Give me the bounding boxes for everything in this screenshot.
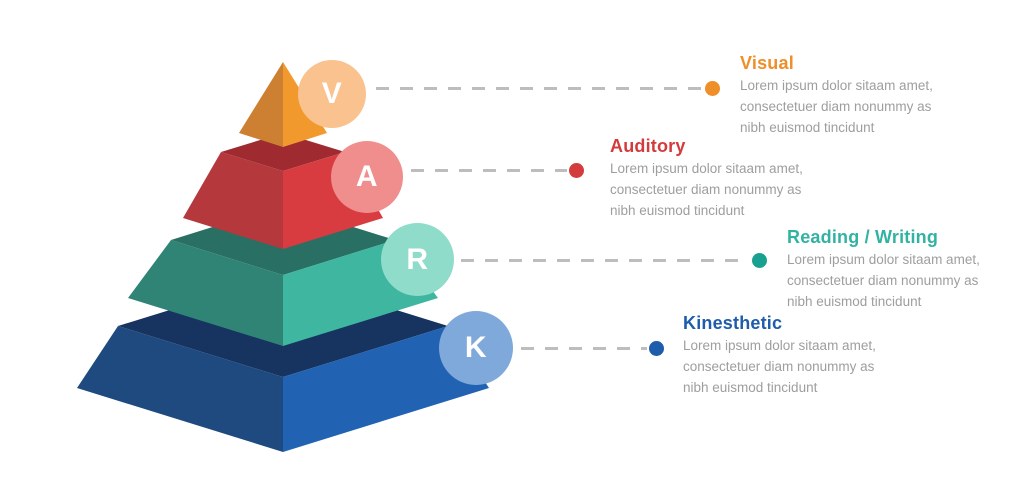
description-line: consectetuer diam nonummy as (683, 359, 875, 374)
visual-dot (705, 81, 720, 96)
description-line: Lorem ipsum dolor sitaam amet, (787, 252, 980, 267)
kinesthetic-layer-left-face (77, 326, 283, 452)
description-line: Lorem ipsum dolor sitaam amet, (610, 161, 803, 176)
reading-writing-text-block: Reading / Writing Lorem ipsum dolor sita… (787, 227, 980, 312)
kinesthetic-letter: K (464, 331, 488, 364)
visual-title: Visual (740, 53, 794, 73)
description-line: nibh euismod tincidunt (787, 294, 922, 309)
auditory-description: Lorem ipsum dolor sitaam amet, consectet… (610, 158, 803, 221)
auditory-layer-left-face (183, 152, 283, 249)
visual-apex-left-face (239, 62, 283, 147)
reading-writing-title: Reading / Writing (787, 227, 939, 247)
visual-description: Lorem ipsum dolor sitaam amet, consectet… (740, 75, 933, 138)
kinesthetic-letter-badge: K (439, 311, 513, 385)
kinesthetic-title: Kinesthetic (683, 313, 783, 333)
visual-letter-badge: V (298, 60, 366, 128)
auditory-title: Auditory (610, 136, 686, 156)
description-line: consectetuer diam nonummy as (610, 182, 802, 197)
reading-writing-letter: R (406, 242, 429, 276)
visual-letter: V (321, 77, 343, 110)
auditory-dot (569, 163, 584, 178)
auditory-letter: A (355, 160, 379, 193)
auditory-letter-badge: A (331, 141, 403, 213)
kinesthetic-dot (649, 341, 664, 356)
kinesthetic-text-block: Kinesthetic Lorem ipsum dolor sitaam ame… (683, 313, 876, 398)
visual-text-block: Visual Lorem ipsum dolor sitaam amet, co… (740, 53, 933, 138)
description-line: nibh euismod tincidunt (740, 120, 875, 135)
reading-writing-description: Lorem ipsum dolor sitaam amet, consectet… (787, 249, 980, 312)
reading-writing-connector-line (461, 259, 749, 262)
kinesthetic-description: Lorem ipsum dolor sitaam amet, consectet… (683, 335, 876, 398)
reading-writing-letter-badge: R (381, 223, 454, 296)
description-line: nibh euismod tincidunt (683, 380, 818, 395)
auditory-text-block: Auditory Lorem ipsum dolor sitaam amet, … (610, 136, 803, 221)
description-line: consectetuer diam nonummy as (740, 99, 932, 114)
description-line: Lorem ipsum dolor sitaam amet, (683, 338, 876, 353)
kinesthetic-connector-line (521, 347, 647, 350)
kinesthetic-layer-right-face (283, 326, 489, 452)
description-line: Lorem ipsum dolor sitaam amet, (740, 78, 933, 93)
auditory-connector-line (411, 169, 567, 172)
visual-connector-line (376, 87, 702, 90)
description-line: nibh euismod tincidunt (610, 203, 745, 218)
reading-writing-layer-left-face (128, 240, 283, 346)
description-line: consectetuer diam nonummy as (787, 273, 979, 288)
reading-writing-dot (752, 253, 767, 268)
